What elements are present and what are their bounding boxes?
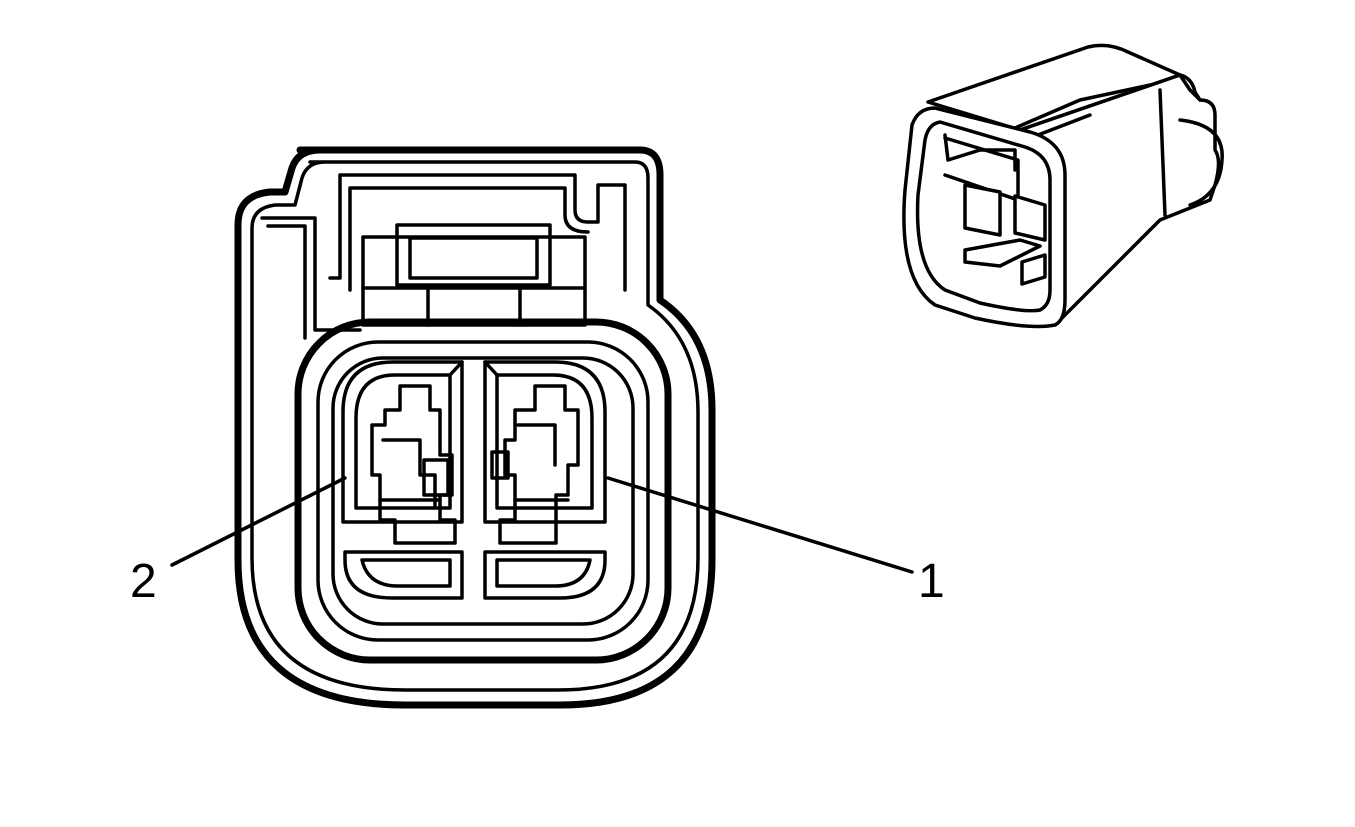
- terminal-1-tab: [490, 450, 510, 480]
- keying-slot-right: [483, 550, 607, 600]
- callout-label-2: 2: [130, 555, 157, 608]
- terminal-2-inner: [381, 438, 437, 507]
- shroud-inner-ring: [331, 356, 635, 626]
- cavity-1-outline: [483, 360, 607, 524]
- leader-line-terminal-2: [170, 476, 347, 567]
- latch-frame-inner: [266, 224, 307, 340]
- iso-lock-ramp: [1013, 83, 1152, 130]
- iso-terminal-blade-1-tip: [1020, 253, 1047, 286]
- cavity-2-outline: [341, 360, 464, 524]
- connector-isometric-view: [902, 43, 1224, 329]
- terminal-2-tab: [422, 458, 450, 497]
- lock-tab-raised: [395, 223, 552, 287]
- iso-terminal-blade-2: [963, 183, 1002, 237]
- iso-terminal-blade-1: [1013, 194, 1047, 242]
- iso-body-rib-3: [1178, 118, 1224, 207]
- keying-slot-left-inner: [360, 558, 452, 588]
- latch-slot-inner: [348, 186, 590, 292]
- iso-body-rib-2: [1158, 88, 1167, 217]
- lock-tab-window: [408, 236, 539, 280]
- latch-slot-frame: [328, 173, 627, 292]
- cavity-2-bevel: [354, 373, 452, 510]
- housing-inner-outline: [250, 160, 700, 692]
- iso-body-rib-1: [1178, 73, 1202, 102]
- cavity-terminal-1: [483, 360, 607, 545]
- cavity-terminal-2: [341, 360, 464, 545]
- iso-front-face-inner: [915, 120, 1052, 313]
- cavity-2-bevel-corner: [448, 360, 464, 377]
- terminal-1-inner: [516, 423, 557, 467]
- iso-latch-notch: [943, 133, 1017, 172]
- latch-frame: [260, 216, 362, 332]
- cavity-1-bevel: [495, 373, 594, 510]
- keying-slot-right-inner: [495, 558, 592, 588]
- shroud-outer-ring: [294, 318, 672, 664]
- connector-face-view: [234, 146, 716, 709]
- iso-terminal-blade-2-tip: [963, 238, 1042, 268]
- keying-slot-left: [343, 550, 464, 600]
- cavity-1-bevel-corner: [483, 360, 499, 377]
- terminal-2-shape: [370, 384, 457, 545]
- terminal-1-shape: [498, 384, 580, 545]
- callout-label-1: 1: [918, 555, 945, 608]
- iso-body-top: [926, 43, 1182, 132]
- leader-line-terminal-1: [606, 476, 914, 574]
- housing-outer-outline: [234, 146, 716, 709]
